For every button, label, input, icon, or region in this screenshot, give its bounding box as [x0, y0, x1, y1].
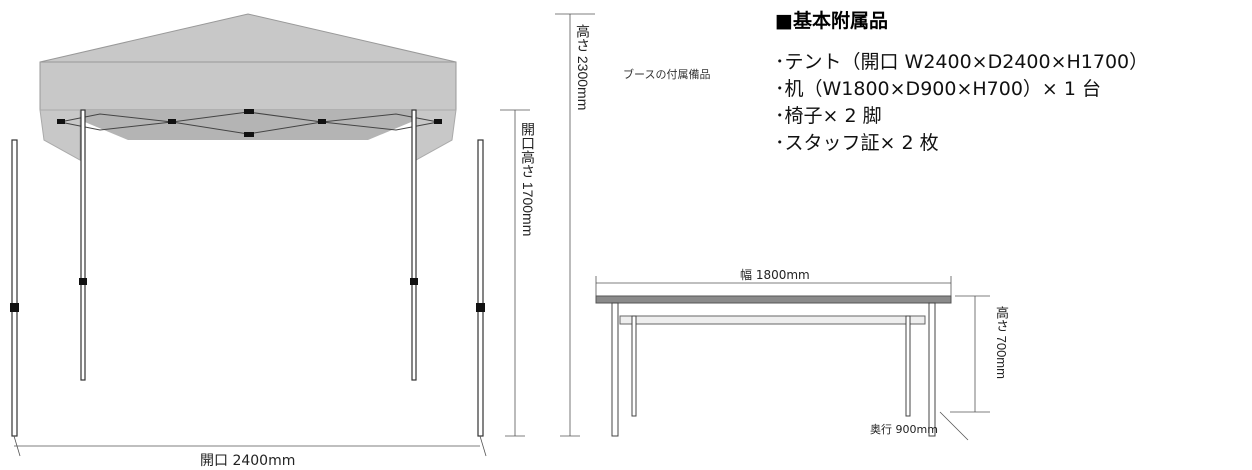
table-width-label: 幅 1800mm [740, 268, 810, 282]
table-drawing [595, 276, 990, 441]
table-height-label: 高さ 700mm [994, 306, 1009, 379]
tent-truss-joints [57, 109, 442, 137]
tent-leg-clips [10, 278, 485, 312]
list-item-table: ･机（W1800×D900×H700）× 1 台 [775, 78, 1102, 100]
table-shelf [619, 315, 926, 325]
tent-roof [39, 13, 457, 63]
list-item-staff-pass: ･スタッフ証× 2 枚 [775, 132, 939, 154]
booth-equipment-label: ブースの付属備品 [623, 68, 711, 81]
table-top [595, 295, 952, 304]
tent-height-label: 高さ 2300mm [575, 24, 591, 111]
tent-drawing [10, 13, 595, 457]
tent-back-panel [80, 110, 416, 140]
table-legs [611, 302, 936, 437]
panel-title: ■基本附属品 [775, 10, 888, 32]
tent-side-drop-left [39, 109, 81, 161]
table-depth-label: 奥行 900mm [870, 423, 938, 436]
equipment-panel: ■基本附属品 ･テント（開口 W2400×D2400×H1700） ･机（W18… [775, 6, 1245, 157]
tent-valance [39, 61, 457, 111]
table-dimension-lines [595, 276, 990, 441]
tent-width-label: 開口 2400mm [200, 453, 296, 469]
tent-side-drop-right [415, 109, 457, 161]
tent-legs [11, 109, 484, 437]
list-item-tent: ･テント（開口 W2400×D2400×H1700） [775, 51, 1149, 73]
equipment-list: ･テント（開口 W2400×D2400×H1700） ･机（W1800×D900… [775, 49, 1245, 157]
tent-opening-height-label: 開口高さ 1700mm [520, 122, 536, 237]
list-item-chairs: ･椅子× 2 脚 [775, 105, 882, 127]
tent-dimension-lines [13, 13, 595, 457]
